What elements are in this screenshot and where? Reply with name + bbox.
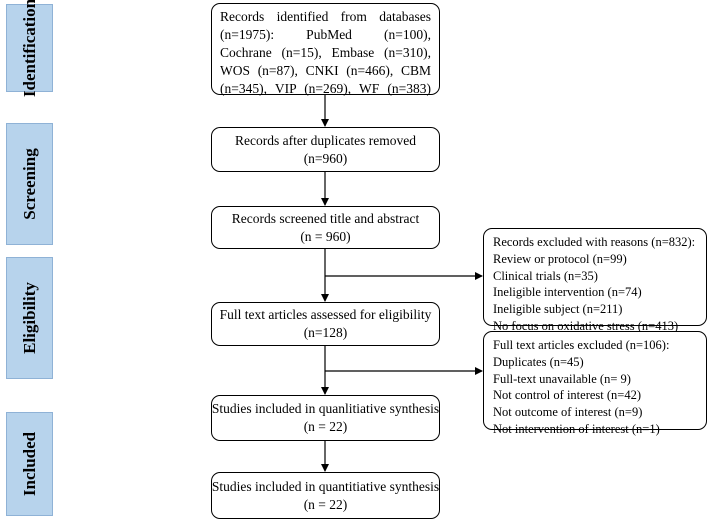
box-line: Clinical trials (n=35) xyxy=(493,268,598,283)
box-line: (n=128) xyxy=(303,325,348,340)
box-line: Studies included in quanlitiative synthe… xyxy=(211,401,440,416)
box-line: (n=345), VIP (n=269), WF (n=383) xyxy=(220,81,431,96)
quantitative-synthesis-box: Studies included in quantitiative synthe… xyxy=(211,472,440,519)
full-text-assessed-box: Full text articles assessed for eligibil… xyxy=(211,302,440,346)
box-line: Studies included in quantitiative synthe… xyxy=(211,478,440,494)
stage-identification: Identification xyxy=(6,0,53,97)
box-line: (n=1975): PubMed (n=100), xyxy=(220,27,431,42)
box-line: (n = 960) xyxy=(300,228,351,244)
box-line: Duplicates (n=45) xyxy=(493,354,584,369)
box-line: Ineligible subject (n=211) xyxy=(493,302,623,317)
box-line: (n = 22) xyxy=(303,496,348,512)
box-line: Not control of interest (n=42) xyxy=(493,388,641,403)
stage-screening: Screening xyxy=(6,123,53,245)
box-line: WOS (n=87), CNKI (n=466), CBM xyxy=(220,63,431,78)
records-excluded-box: Records excluded with reasons (n=832): R… xyxy=(483,228,707,333)
box-line: Records screened title and abstract xyxy=(231,210,420,226)
full-text-excluded-box: Full text articles excluded (n=106): Dup… xyxy=(483,331,707,436)
box-line: Records excluded with reasons (n=832): xyxy=(493,235,696,249)
box-line: Records after duplicates removed xyxy=(234,132,417,148)
box-line: Cochrane (n=15), Embase (n=310), xyxy=(220,45,431,60)
box-line: Full text articles excluded (n=106): xyxy=(493,338,670,352)
duplicates-removed-box: Records after duplicates removed (n=960) xyxy=(211,127,440,172)
stage-eligibility: Eligibility xyxy=(6,257,53,379)
box-line: Full-text unavailable (n= 9) xyxy=(493,371,631,386)
box-line: Review or protocol (n=99) xyxy=(493,251,627,266)
stage-included: Included xyxy=(6,412,53,516)
box-line: Ineligible intervention (n=74) xyxy=(493,285,642,300)
records-screened-box: Records screened title and abstract (n =… xyxy=(211,206,440,249)
qualitative-synthesis-box: Studies included in quanlitiative synthe… xyxy=(211,395,440,441)
box-line: Not outcome of interest (n=9) xyxy=(493,405,643,420)
records-identified-box: Records identified from databases (n=197… xyxy=(211,3,440,96)
box-line: Full text articles assessed for eligibil… xyxy=(219,307,432,322)
box-line: Not intervention of interest (n=1) xyxy=(493,421,660,436)
box-line: Records identified from databases xyxy=(220,9,431,24)
box-line: (n=960) xyxy=(303,150,348,166)
box-line: No focus on oxidative stress (n=413) xyxy=(493,318,679,333)
box-line: (n = 22) xyxy=(303,419,348,434)
